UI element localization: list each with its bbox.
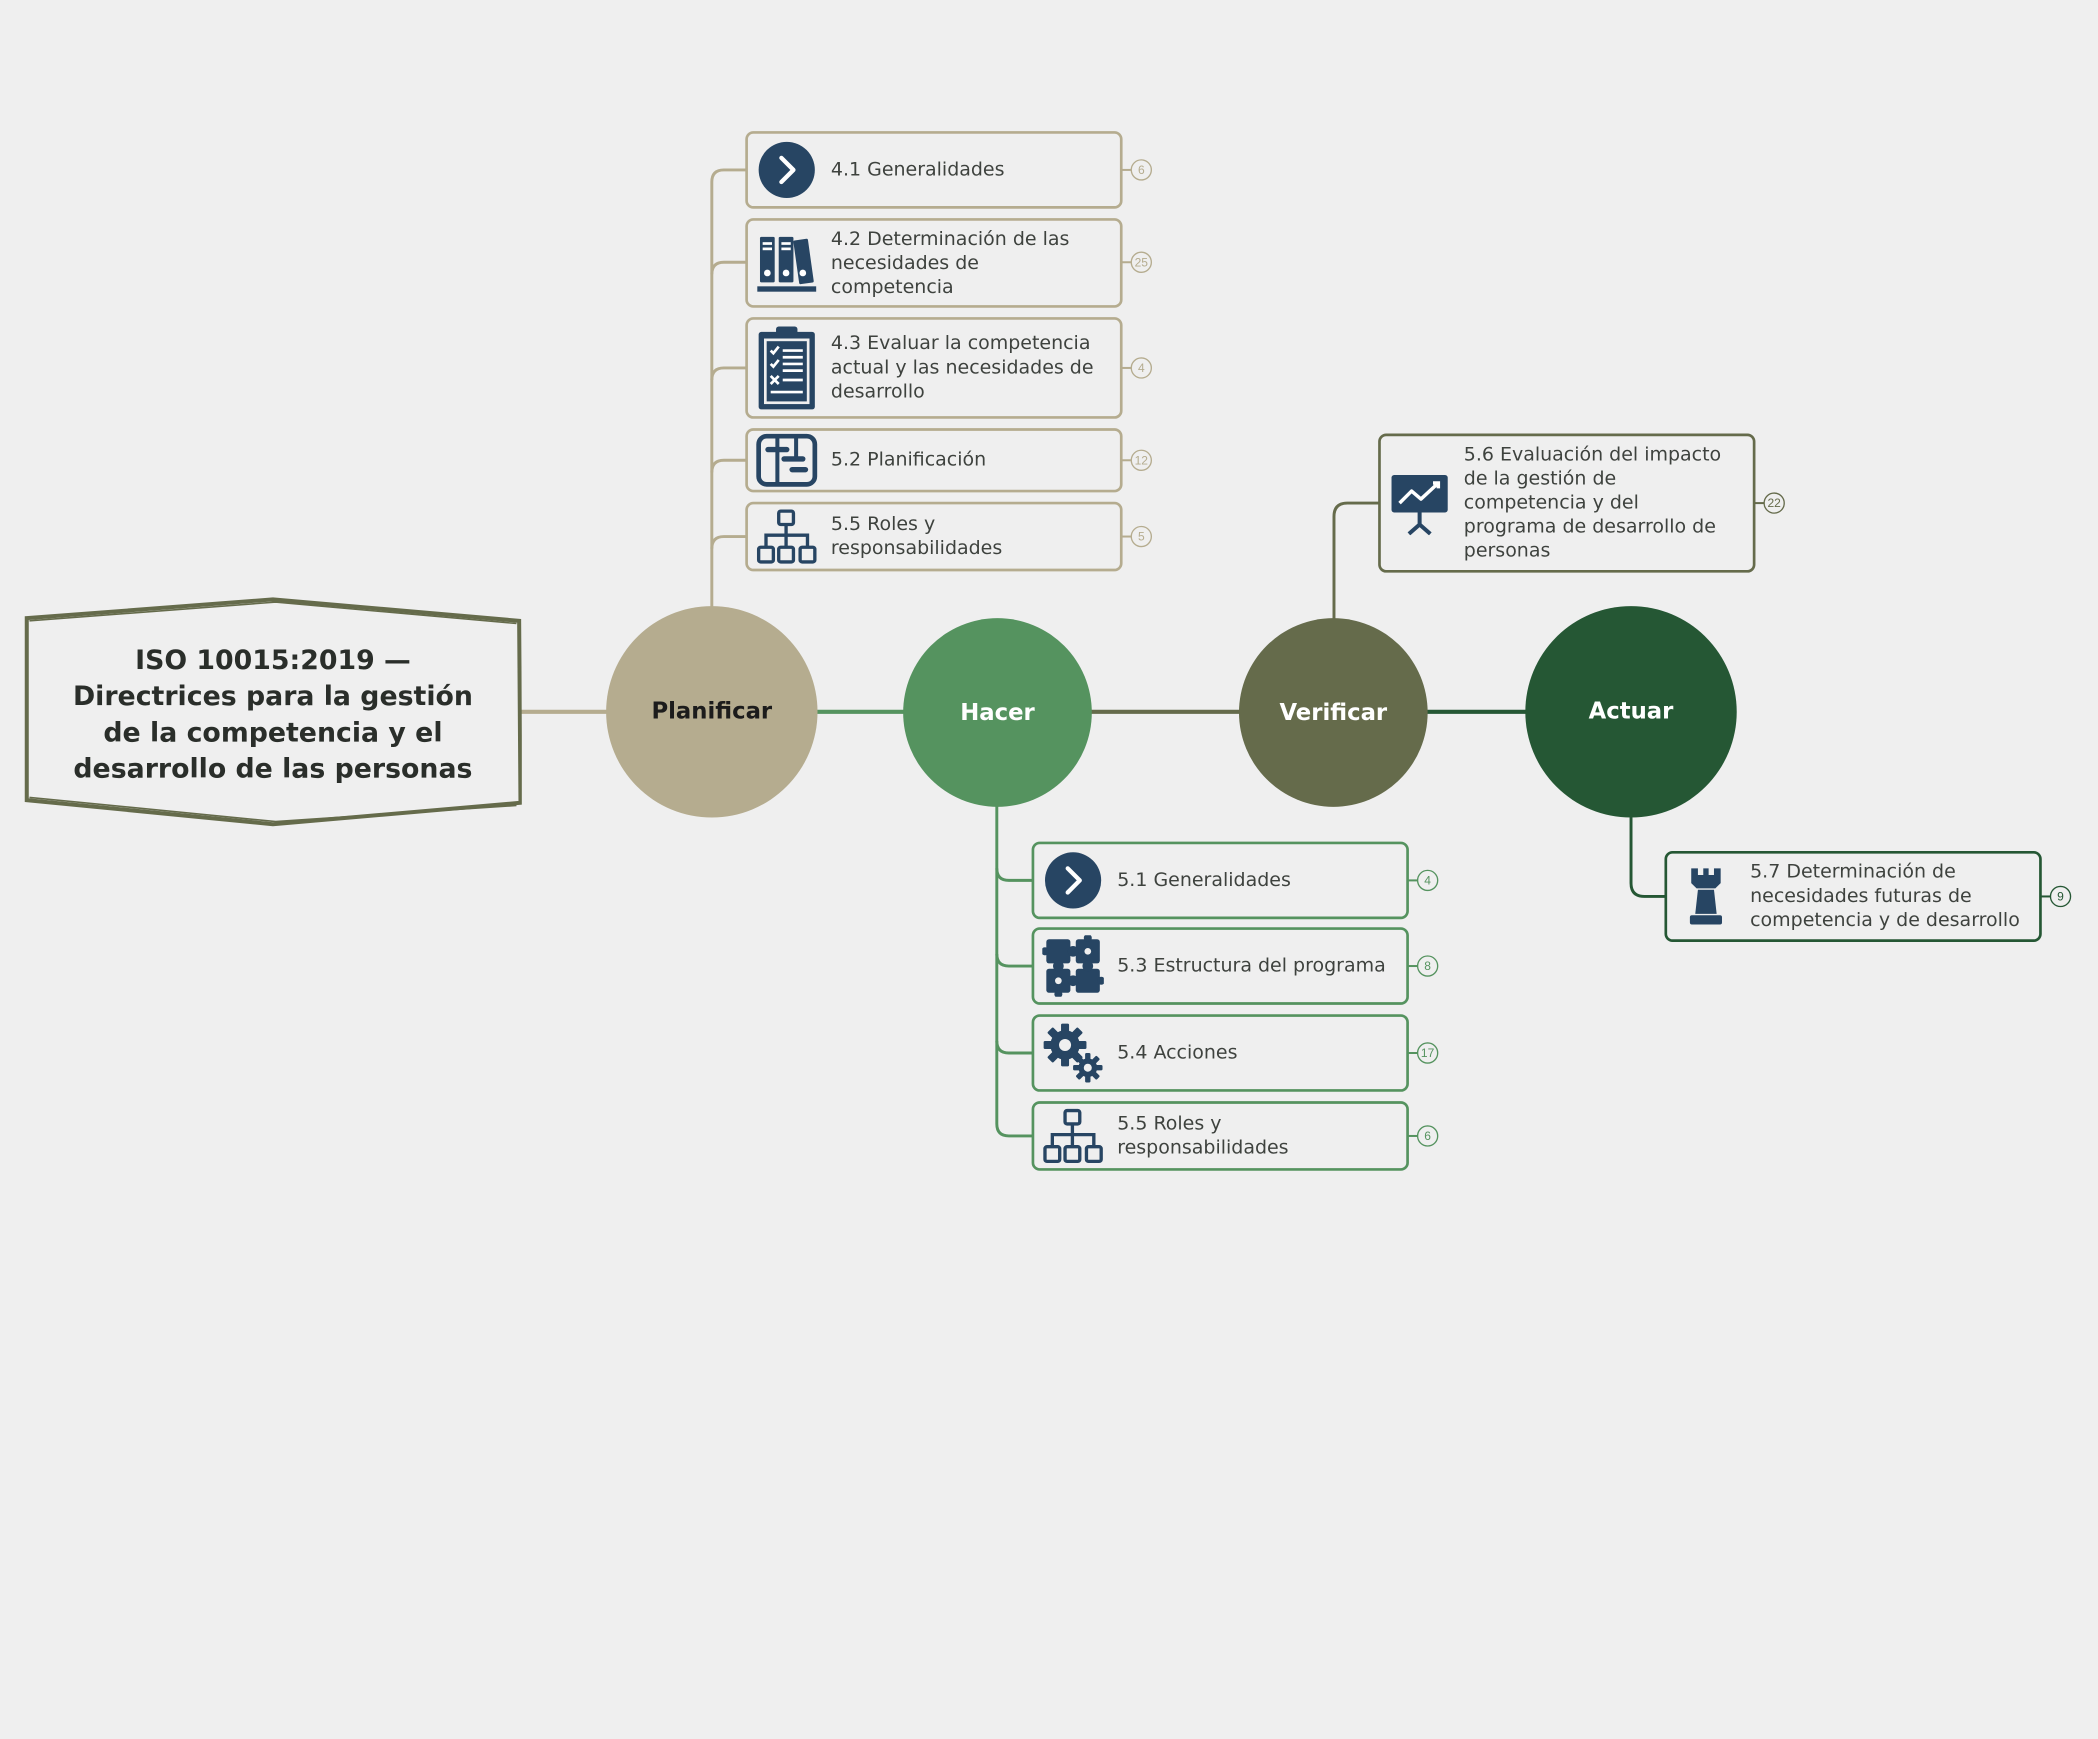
topic-card[interactable]: 4.1 Generalidades (745, 131, 1123, 209)
badge-connectors (1121, 168, 2052, 1137)
count-badge: 5 (1130, 525, 1153, 548)
topic-label: 5.7 Determinación de necesidades futuras… (1750, 861, 2020, 932)
central-topic-frame (24, 597, 522, 827)
central-topic-title: ISO 10015:2019 — Directrices para la ges… (72, 643, 473, 785)
phase-hacer[interactable]: Hacer (903, 618, 1092, 807)
phase-label: Hacer (960, 699, 1035, 726)
topic-card[interactable]: 5.7 Determinación de necesidades futuras… (1664, 850, 2042, 942)
mind-map-canvas: ISO 10015:2019 — Directrices para la ges… (24, 131, 2072, 1171)
gears-icon (1042, 1022, 1104, 1084)
topic-label: 5.3 Estructura del programa (1117, 955, 1386, 977)
phase-actuar[interactable]: Actuar (1525, 606, 1737, 818)
phase-label: Planificar (651, 698, 773, 726)
gantt-icon (756, 429, 818, 491)
count-badge: 9 (2049, 885, 2072, 908)
count-badge: 12 (1130, 449, 1153, 471)
topic-card[interactable]: 4.3 Evaluar la competencia actual y las … (745, 317, 1123, 419)
count-badge: 6 (1130, 159, 1153, 181)
phase-label: Actuar (1588, 698, 1674, 726)
topic-card[interactable]: 5.2 Planificación (745, 428, 1123, 493)
branch-verificar (1332, 501, 1381, 620)
count-badge: 6 (1416, 1125, 1439, 1147)
branch-hacer (995, 804, 1033, 1138)
topic-label: 5.1 Generalidades (1117, 869, 1291, 892)
phase-label: Verificar (1279, 699, 1388, 726)
branch-actuar (1629, 817, 1666, 898)
topic-label: 4.2 Determinación de las necesidades de … (830, 228, 1070, 298)
connector-lines (519, 168, 2052, 1138)
chess-rook-icon (1675, 866, 1737, 928)
topic-label: 5.5 Roles y responsabilidades (830, 513, 1003, 560)
org-chart-icon (756, 506, 818, 568)
topic-card[interactable]: 5.4 Acciones (1031, 1014, 1409, 1092)
org-chart-icon (1042, 1105, 1104, 1167)
count-badge: 4 (1130, 357, 1153, 379)
binders-icon (756, 232, 818, 294)
presentation-chart-icon (1389, 472, 1451, 536)
topic-label: 4.1 Generalidades (830, 159, 1005, 181)
count-badge: 8 (1416, 955, 1439, 977)
count-badge: 17 (1416, 1042, 1439, 1064)
count-badge: 4 (1416, 869, 1439, 892)
topic-label: 5.4 Acciones (1117, 1042, 1238, 1064)
topic-label: 5.5 Roles y responsabilidades (1117, 1113, 1289, 1159)
branch-planificar (710, 168, 748, 609)
count-badge: 22 (1763, 492, 1785, 514)
phase-planificar[interactable]: Planificar (606, 606, 818, 818)
central-topic[interactable]: ISO 10015:2019 — Directrices para la ges… (24, 597, 522, 827)
topic-card[interactable]: 5.5 Roles y responsabilidades (1031, 1101, 1409, 1171)
phase-verificar[interactable]: Verificar (1238, 618, 1428, 807)
topic-card[interactable]: 5.6 Evaluación del impacto de la gestión… (1378, 433, 1756, 573)
topic-label: 5.6 Evaluación del impacto de la gestión… (1463, 444, 1722, 562)
topic-card[interactable]: 4.2 Determinación de las necesidades de … (745, 218, 1123, 308)
puzzle-icon (1042, 935, 1104, 997)
checklist-icon (756, 324, 818, 412)
topic-card[interactable]: 5.5 Roles y responsabilidades (745, 501, 1123, 572)
count-badge: 25 (1130, 251, 1153, 273)
topic-label: 5.2 Planificación (830, 449, 987, 471)
topic-card[interactable]: 5.3 Estructura del programa (1031, 927, 1409, 1005)
chevron-right-icon (1042, 850, 1104, 912)
topic-label: 4.3 Evaluar la competencia actual y las … (830, 333, 1094, 403)
chevron-right-icon (756, 139, 818, 201)
topic-card[interactable]: 5.1 Generalidades (1031, 841, 1409, 920)
